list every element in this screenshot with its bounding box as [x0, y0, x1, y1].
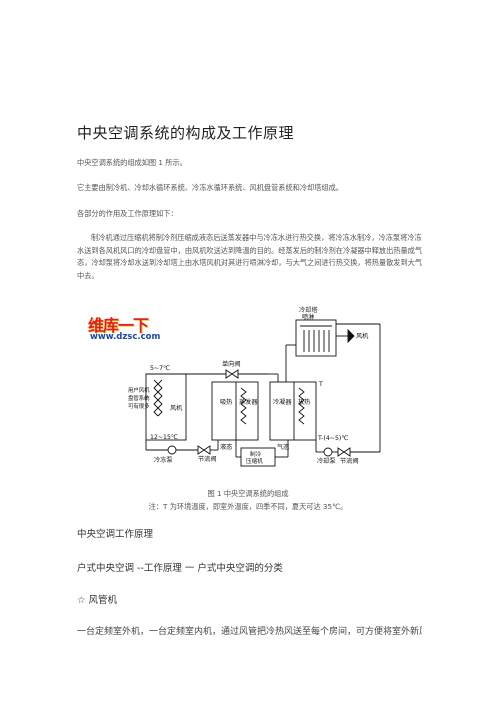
label-condenser: 冷凝器 — [273, 398, 292, 406]
label-temp-return: 12~15℃ — [150, 434, 178, 441]
label-tower: 冷却塔 — [299, 306, 318, 314]
section-item: ☆ 风管机 — [77, 595, 118, 606]
principle-paragraph: 制冷机通过压缩机将制冷剂压缩成液态后送蒸发器中与冷冻水进行热交换，将冷冻水制冷，… — [77, 233, 423, 280]
principle-intro-paragraph: 各部分的作用及工作原理如下： — [77, 209, 178, 218]
label-liquid: 液态 — [220, 443, 232, 451]
label-coil-line2: 可有很多 — [128, 402, 150, 410]
section-subheading: 户式中央空调 --工作原理 一 户式中央空调的分类 — [77, 563, 283, 574]
label-chilled-pump: 冷冻泵 — [154, 456, 173, 464]
figure-note: 注：T 为环境温度，即室外温度，四季不同，夏天可达 35℃。 — [148, 502, 348, 511]
watermark-main: 维库一下 — [88, 316, 149, 335]
cooling-tower — [295, 319, 337, 357]
label-release: 放热 — [298, 398, 311, 406]
intro-paragraph: 中央空调系统的组成如图 1 所示。 — [77, 158, 187, 167]
label-check-valve: 单向阀 — [222, 360, 241, 368]
label-user-fan: 用户风机 — [128, 386, 150, 394]
label-throttle2: 节流阀 — [340, 457, 359, 465]
label-spray: 喷淋 — [302, 313, 314, 321]
label-throttle1: 节流阀 — [198, 455, 217, 463]
components-paragraph: 它主要由制冷机、冷却水循环系统、冷冻水循环系统、风机盘管系统和冷却塔组成。 — [77, 183, 343, 192]
section-heading: 中央空调工作原理 — [77, 529, 154, 540]
condenser — [269, 381, 317, 441]
label-cooling-pump: 冷却泵 — [317, 457, 336, 465]
evaporator — [211, 381, 259, 441]
label-compressor-line1: 制冷 — [250, 450, 262, 458]
label-absorb: 吸热 — [220, 398, 233, 406]
label-evaporator: 蒸发器 — [239, 398, 258, 406]
page-title: 中央空调系统的构成及工作原理 — [77, 124, 295, 142]
label-tower-fan: 风机 — [356, 332, 369, 340]
system-diagram: 冷却塔 喷淋 风机 单向阀 5~7℃ 12~15℃ 用户风机 盘管系统 可有很多… — [128, 306, 381, 467]
label-fan: 风机 — [170, 404, 183, 412]
label-coil-line1: 盘管系统 — [128, 394, 150, 402]
label-gas: 气态 — [277, 443, 289, 451]
user-coil-box — [145, 373, 187, 441]
chilled-pump — [167, 445, 177, 455]
label-compressor-line2: 压缩机 — [246, 457, 263, 465]
watermark-url: www.dzsc.com — [90, 332, 161, 342]
label-temp-supply: 5~7℃ — [150, 365, 170, 372]
cooling-pump — [323, 447, 333, 457]
label-ambient-temp: T-(4~5)℃ — [317, 435, 348, 442]
section-text: 一台定频室外机，一台定频室内机，通过风管把冷热风送至每个房间，可方便将室外新风引 — [77, 627, 422, 637]
watermark-logo: 维库一下 www.dzsc.com — [88, 312, 172, 346]
label-ambient: T — [318, 381, 323, 388]
figure-caption: 图 1 中央空调系统的组成 — [207, 489, 289, 498]
